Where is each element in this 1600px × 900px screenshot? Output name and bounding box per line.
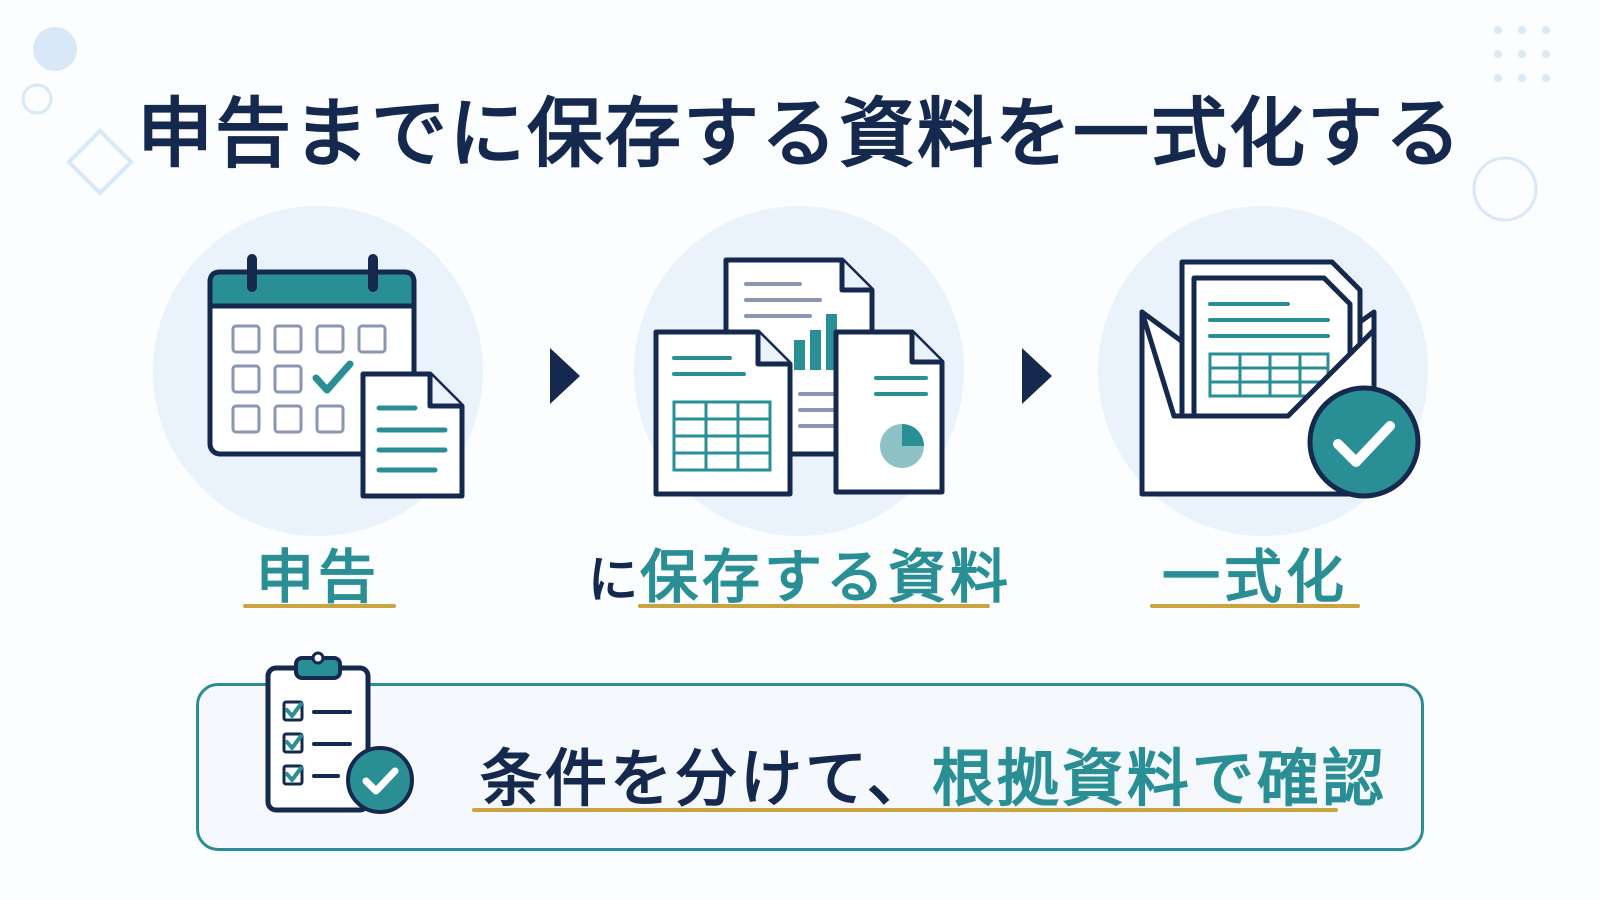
step-3-label: 一式化	[1140, 530, 1370, 614]
step-1-label-text: 申告	[255, 543, 380, 611]
step-2-label-lead: に	[587, 551, 640, 609]
step-3-underline	[1150, 604, 1360, 608]
step-1-label: 申告	[208, 530, 428, 614]
step-2-label: に保存する資料	[580, 530, 1020, 614]
decorative-circle-outline-icon	[21, 83, 53, 115]
arrow-right-icon	[1022, 348, 1052, 404]
decorative-circle-outline-large-icon	[1472, 156, 1538, 222]
envelope-checkmark-icon	[1139, 259, 1421, 499]
condition-prefix: 条件を分けて、	[480, 742, 932, 815]
condition-underline	[472, 808, 1338, 812]
condition-text: 条件を分けて、根拠資料で確認	[480, 728, 1387, 818]
calendar-with-document-icon	[207, 254, 465, 499]
decorative-diamond-icon	[66, 128, 134, 196]
decorative-dot-grid-icon	[1494, 26, 1550, 82]
step-1-underline	[243, 604, 396, 608]
condition-emphasis: 根拠資料で確認	[931, 742, 1387, 815]
arrow-right-icon	[550, 348, 580, 404]
document-stack-icon	[653, 257, 945, 497]
step-2-label-text: 保存する資料	[639, 543, 1012, 611]
step-3-label-text: 一式化	[1161, 543, 1348, 611]
clipboard-checklist-icon	[265, 651, 414, 814]
decorative-circle-filled-icon	[33, 27, 77, 71]
page-title: 申告までに保存する資料を一式化する	[137, 89, 1463, 178]
step-2-underline	[638, 604, 990, 608]
